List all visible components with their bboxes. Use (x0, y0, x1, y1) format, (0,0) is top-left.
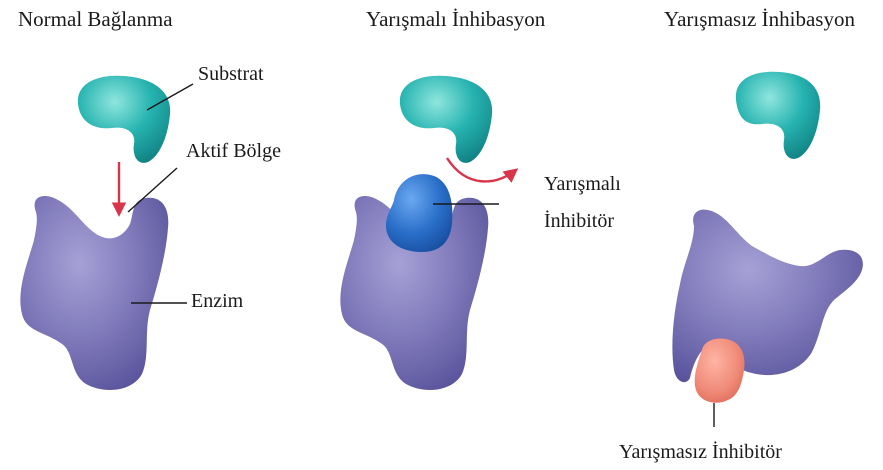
noncompetitive-inhibition-panel: Yarışmasız İnhibitör (619, 72, 863, 463)
panel-title-normal-binding: Normal Bağlanma (18, 7, 173, 31)
panel-title-competitive-inhibition: Yarışmalı İnhibasyon (366, 7, 546, 31)
enzyme-label: Enzim (191, 290, 244, 312)
competitive-inhibition-panel: Yarışmalı İnhibitör (340, 76, 621, 390)
noncompetitive-inhibitor-label: Yarışmasız İnhibitör (619, 440, 782, 463)
substrate-shape (78, 76, 170, 163)
active-site-label: Aktif Bölge (186, 140, 281, 162)
normal-binding-panel: Substrat Aktif Bölge Enzim (20, 63, 281, 390)
substrate-label: Substrat (198, 63, 264, 85)
panel-title-noncompetitive-inhibition: Yarışmasız İnhibasyon (664, 7, 855, 31)
competitive-inhibitor-label-line2: İnhibitör (544, 209, 614, 232)
competitive-inhibitor-shape (386, 174, 452, 252)
substrate-shape (736, 72, 820, 159)
enzyme-shape (20, 196, 168, 390)
competitive-inhibitor-label-line1: Yarışmalı (544, 173, 621, 195)
deflected-arrow (447, 158, 516, 181)
substrate-shape (400, 76, 492, 163)
